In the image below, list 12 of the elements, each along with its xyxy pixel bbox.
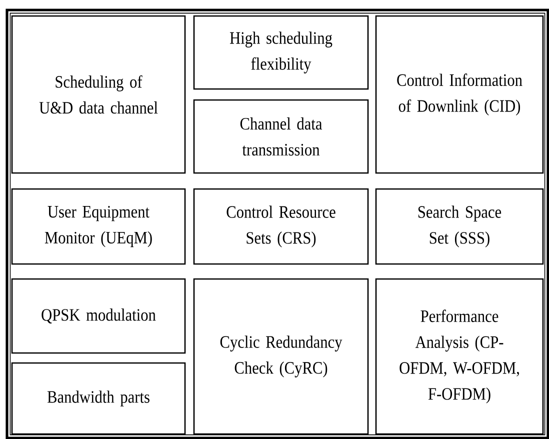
text-box: Bandwidth parts xyxy=(11,362,186,435)
text-box: Control Information of Downlink (CID) xyxy=(375,15,544,174)
frame xyxy=(6,8,549,439)
text-box: Scheduling of U&D data channel xyxy=(11,15,186,174)
text-box: Control Resource Sets (CRS) xyxy=(193,188,369,265)
text-box: QPSK modulation xyxy=(11,278,186,354)
text-box: Channel data transmission xyxy=(193,99,369,174)
text-box: Search Space Set (SSS) xyxy=(375,188,544,265)
text-box: Cyclic Redundancy Check (CyRC) xyxy=(193,278,369,435)
text-box: High scheduling flexibility xyxy=(193,15,369,90)
text-box: Performance Analysis (CP-OFDM, W-OFDM, F-OFDM) xyxy=(375,278,544,435)
text-box: User Equipment Monitor (UEqM) xyxy=(11,188,186,265)
